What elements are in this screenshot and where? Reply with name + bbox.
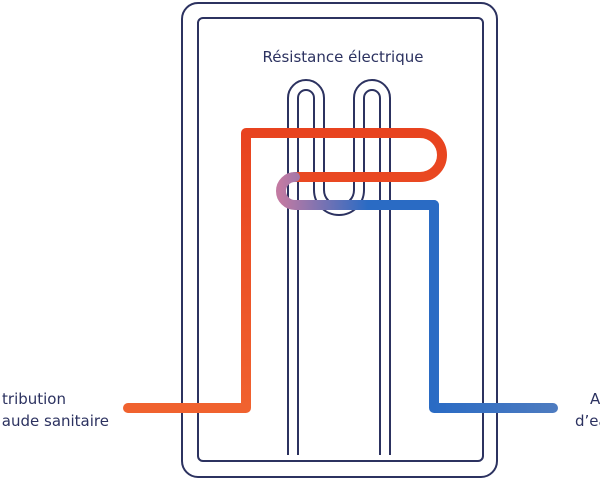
heating-element-left-inner (297, 89, 315, 455)
coil-return-pipe (276, 172, 439, 210)
tank-inner-outline (197, 17, 484, 462)
heating-element-left-outer (287, 79, 325, 455)
cold-water-pipe (429, 200, 558, 413)
tank-outer-outline (181, 2, 498, 478)
hot-water-label-line1: tribution (2, 390, 66, 408)
cold-water-label-line1: A (590, 390, 600, 408)
cold-water-label-line2: d’ea (575, 412, 600, 430)
hot-water-pipe (123, 128, 447, 413)
heating-element (287, 79, 391, 455)
heater-label: Résistance électrique (263, 48, 424, 66)
heating-element-right-outer (353, 79, 391, 455)
heating-element-right-inner (363, 89, 381, 455)
hot-water-label-line2: aude sanitaire (2, 412, 109, 430)
